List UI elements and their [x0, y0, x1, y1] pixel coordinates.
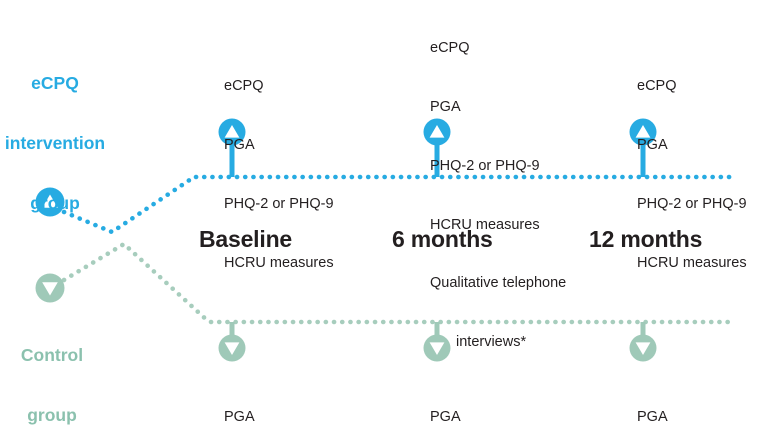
control-marker-baseline [218, 322, 246, 362]
timepoint-label-6-months: 6 months [392, 226, 493, 252]
intervention-marker-12-months [629, 118, 657, 177]
timepoint-label-12-months: 12 months [589, 226, 703, 252]
intervention-measures-baseline: eCPQ PGA PHQ-2 or PHQ-9 HCRU measures [224, 38, 334, 312]
intervention-group-label-line-3: group [30, 193, 80, 213]
measure-line-footnote: interviews* [456, 334, 527, 351]
intervention-marker-6-months [423, 118, 451, 177]
control-group-marker [35, 273, 65, 303]
measure-line: eCPQ [224, 78, 264, 95]
measure-line: eCPQ [430, 40, 470, 57]
measure-line: PGA [637, 136, 668, 153]
control-marker-12-months [629, 322, 657, 362]
control-measures-baseline: PGA PHQ-2 or PHQ-9 HCRU measures [224, 369, 334, 427]
control-measures-6-months: PGA PHQ-2 or PHQ-9 HCRU measures [430, 369, 540, 427]
intervention-marker-baseline [218, 118, 246, 177]
timepoint-label-baseline: Baseline [199, 226, 293, 252]
measure-line: PGA [224, 409, 255, 426]
measure-line: PHQ-2 or PHQ-9 [430, 157, 540, 174]
intervention-group-label-line-1: eCPQ [31, 73, 79, 93]
measure-line: PGA [430, 409, 461, 426]
control-connector-dotted-path [61, 241, 212, 325]
measure-line: HCRU measures [224, 254, 334, 271]
measure-line: PHQ-2 or PHQ-9 [637, 195, 747, 212]
measure-line: PGA [224, 136, 255, 153]
control-marker-6-months [423, 322, 451, 362]
control-measures-12-months: PGA PHQ-2 or PHQ-9 HCRU measures [637, 369, 755, 427]
measure-line: eCPQ [637, 78, 677, 95]
control-group-label-line-1: Control [20, 345, 84, 365]
intervention-group-label-line-2: intervention [4, 133, 106, 153]
intervention-group-marker [35, 187, 65, 217]
measure-line: Qualitative telephone [430, 275, 567, 292]
intervention-measures-6-months: eCPQ PGA PHQ-2 or PHQ-9 HCRU measures Qu… [430, 0, 566, 392]
intervention-connector-dotted-path [61, 174, 197, 235]
control-group-label-line-2: group [27, 405, 77, 425]
control-group-label: Control group [0, 305, 104, 427]
intervention-group-label: eCPQ intervention group [0, 33, 110, 253]
intervention-measures-12-months: eCPQ PGA PHQ-2 or PHQ-9 HCRU measures [637, 38, 747, 312]
measure-line: HCRU measures [637, 254, 747, 271]
measure-line: HCRU measures [430, 216, 540, 233]
measure-line: PHQ-2 or PHQ-9 [224, 195, 334, 212]
measure-line: PGA [430, 98, 461, 115]
measure-line: PGA [637, 409, 668, 426]
